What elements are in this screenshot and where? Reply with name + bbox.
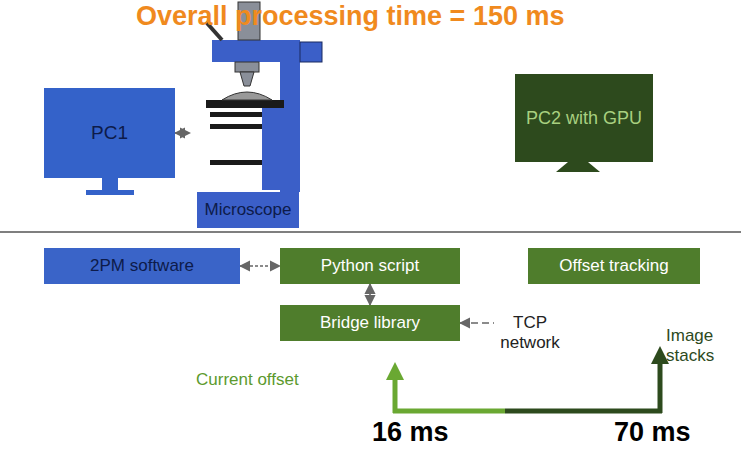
- monitor-stand: [556, 162, 600, 172]
- monitor-stand: [102, 178, 118, 190]
- timing-arrows: [386, 346, 669, 413]
- connector: [369, 284, 371, 305]
- node-text: Offset tracking: [551, 256, 676, 276]
- edge-label: TCP network: [494, 313, 566, 352]
- time-label: 16 ms: [372, 416, 449, 448]
- connector: [175, 132, 190, 134]
- process-box: Python script: [280, 248, 460, 284]
- separator-line: [0, 231, 741, 233]
- arrow-label: Current offset: [196, 370, 299, 390]
- connector: [240, 265, 280, 267]
- microscope: Microscope: [190, 10, 306, 228]
- monitor-screen: PC1: [44, 88, 175, 178]
- node-text: PC2 with GPU: [518, 108, 650, 129]
- process-box: Offset tracking: [528, 248, 700, 284]
- process-box: Bridge library: [280, 305, 460, 341]
- monitor-base: [86, 190, 134, 195]
- arrow-label: Image stacks: [666, 326, 736, 367]
- title: Overall processing time = 150 ms: [136, 0, 564, 32]
- process-box: 2PM software: [44, 248, 240, 284]
- node-text: Bridge library: [312, 313, 428, 333]
- node-text: Microscope: [197, 192, 299, 228]
- time-label: 70 ms: [614, 416, 691, 448]
- node-text: PC1: [83, 122, 136, 144]
- node-text: 2PM software: [82, 256, 202, 276]
- monitor-screen: PC2 with GPU: [515, 74, 653, 162]
- node-text: Python script: [313, 256, 427, 276]
